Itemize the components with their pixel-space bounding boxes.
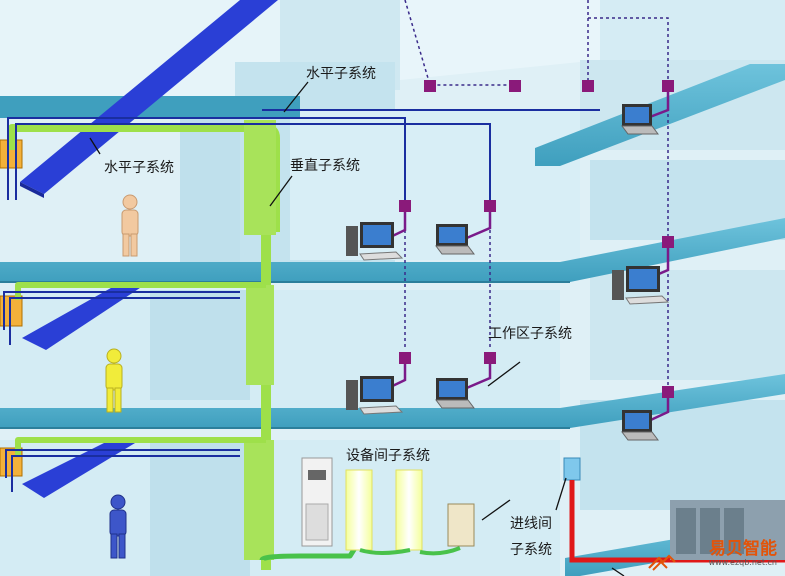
backbone-cabling [8,120,358,570]
label-entrance-subsystem-line2: 子系统 [510,542,552,558]
label-equipment-room-subsystem: 设备间子系统 [346,448,430,464]
information-outlets [399,80,674,398]
watermark-url: www.ezqb.net.cn [708,558,777,567]
equipment-room-gear [301,457,475,556]
horizontal-cabling [3,109,600,492]
floor-slabs [0,64,785,576]
riser-dotted-lines [404,0,669,390]
label-entrance-subsystem-line1: 进线间 [510,516,552,532]
entrance-facility [563,457,785,563]
workstations [346,104,670,441]
watermark-text: 易贝智能 [709,539,777,559]
label-horizontal-subsystem-left: 水平子系统 [104,160,174,176]
annotation-arrows [89,81,625,576]
label-horizontal-subsystem-top: 水平子系统 [306,66,376,82]
watermark: 易贝智能 www.ezqb.net.cn [709,540,777,568]
cable-trays [20,0,278,498]
label-vertical-subsystem: 垂直子系统 [290,158,360,174]
people [105,194,139,559]
watermark-logo-icon [648,554,676,571]
label-work-area-subsystem: 工作区子系统 [488,326,572,342]
